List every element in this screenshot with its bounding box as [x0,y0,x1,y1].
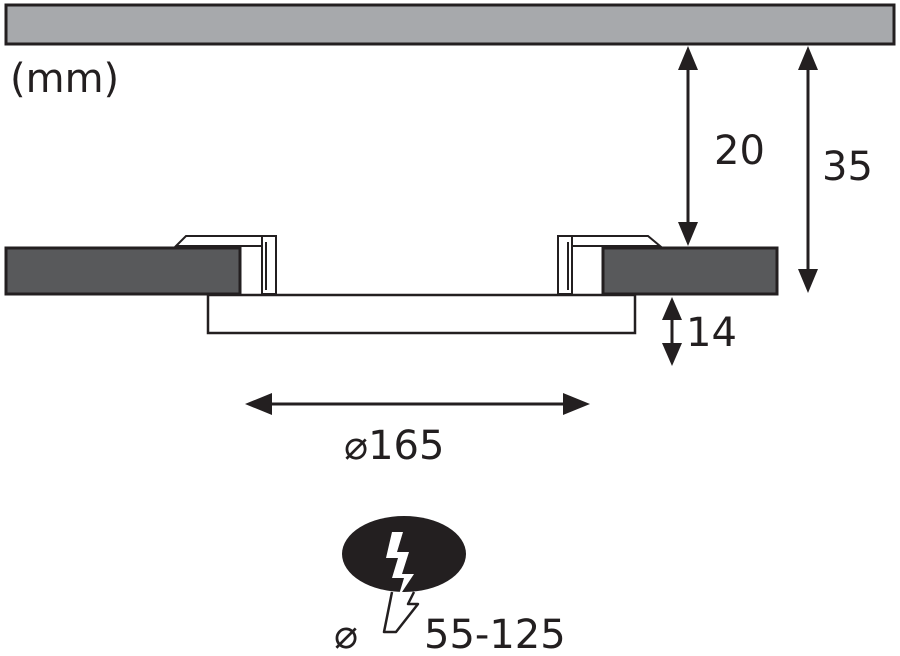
dimension-label-35: 35 [822,144,873,190]
right-plasterboard [601,246,779,296]
dimension-label-14: 14 [686,310,737,356]
cutout-range-label: 55-125 [424,612,566,656]
dimension-arrow-20 [678,46,698,246]
cutout-oval-icon [342,516,466,598]
ceiling-slab [4,3,896,46]
dimension-label-diameter: ⌀165 [344,423,444,469]
panel-body [206,293,637,335]
cutout-diameter-symbol: ⌀ [334,612,358,656]
lightning-bolt-icon [382,591,420,634]
left-spring-clip [173,235,277,295]
dimension-arrow-diameter [245,393,590,415]
right-spring-clip [557,235,663,295]
dimension-label-20: 20 [714,128,765,174]
unit-label: (mm) [10,56,119,102]
dimension-arrow-14 [662,297,682,366]
dimension-arrow-35 [798,46,818,293]
left-plasterboard [4,246,242,296]
